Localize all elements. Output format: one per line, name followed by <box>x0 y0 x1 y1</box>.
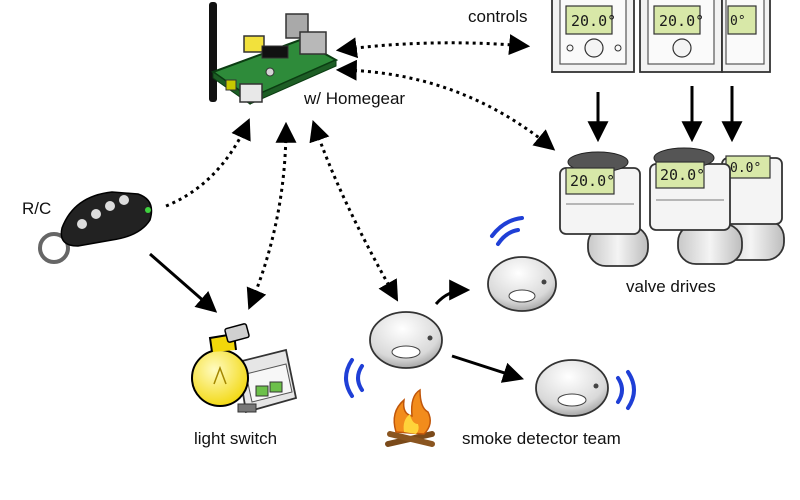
signal-wave-icon <box>344 358 364 398</box>
radiator-valve-icon: 20.0° <box>559 151 649 267</box>
antenna-icon <box>209 2 217 102</box>
remote-to-switch-arrow <box>149 252 218 313</box>
thermostat-display-partial: 0° <box>730 14 746 29</box>
smoke-team-label: smoke detector team <box>462 429 621 448</box>
homegear-label: w/ Homegear <box>303 89 405 108</box>
wall-thermostat-icon: 20.0° <box>551 0 635 73</box>
smoke-detector-icon <box>369 311 443 369</box>
valve-display: 20.0° <box>570 172 615 190</box>
wall-thermostat-icon: 0° <box>721 0 771 73</box>
valve-display-partial: 0.0° <box>730 161 761 176</box>
light-bulb-icon <box>191 323 250 407</box>
wall-thermostat-icon: 20.0° <box>639 0 723 73</box>
smoke-detector-icon <box>487 256 557 312</box>
fire-icon <box>385 388 435 447</box>
remote-label: R/C <box>22 199 51 218</box>
thermostat-display: 20.0° <box>571 12 616 30</box>
thermostat-display: 20.0° <box>659 12 704 30</box>
signal-wave-icon <box>490 216 524 246</box>
signal-wave-icon <box>616 370 636 410</box>
smoke-detector-icon <box>535 359 609 417</box>
valve-drives-label: valve drives <box>626 277 716 296</box>
link-hub-smoke <box>309 120 399 302</box>
smoke-to-team-arrow <box>451 354 524 383</box>
valve-display: 20.0° <box>660 166 705 184</box>
controls-label: controls <box>468 7 528 26</box>
link-hub-controls <box>335 34 531 59</box>
link-remote-hub <box>165 118 251 208</box>
smoke-to-team-arrow <box>434 279 471 306</box>
link-hub-valves <box>335 59 556 151</box>
raspberry-pi-board-icon <box>209 2 339 105</box>
radiator-valve-icon: 20.0° <box>649 147 743 265</box>
switch-actuator-icon <box>236 348 298 414</box>
link-hub-switch <box>246 121 297 310</box>
remote-fob-icon <box>38 191 153 264</box>
light-switch-label: light switch <box>194 429 277 448</box>
